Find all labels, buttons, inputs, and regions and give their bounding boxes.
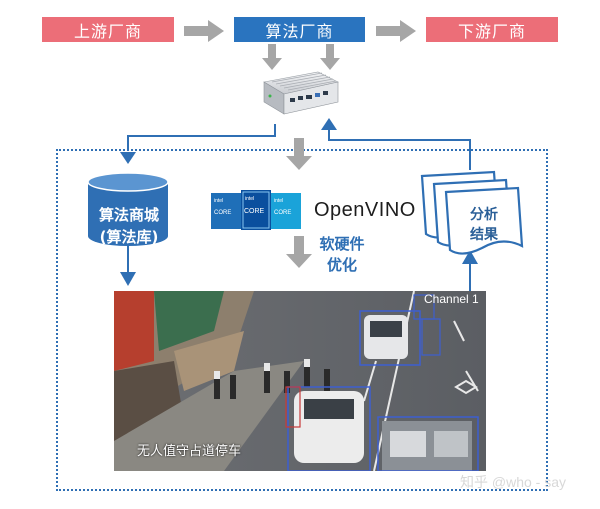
algorithm-store-subtitle: (算法库) [99, 228, 159, 246]
optimization-line2: 优化 [326, 256, 357, 274]
svg-text:CORE: CORE [244, 208, 265, 215]
downstream-vendor-label: 下游厂商 [457, 21, 526, 41]
algorithm-store-title: 算法商城 [98, 206, 159, 224]
openvino-logo: OpenVINO [314, 199, 416, 221]
video-channel-label: Channel 1 [424, 292, 479, 306]
svg-text:CORE: CORE [214, 210, 231, 216]
arrow-down-icon [320, 44, 340, 70]
downstream-vendor-box: 下游厂商 [426, 17, 558, 42]
surveillance-video-frame [114, 291, 486, 471]
svg-text:CORE: CORE [274, 210, 291, 216]
analysis-results-line2: 结果 [470, 227, 498, 243]
algorithm-store-database-icon [87, 172, 169, 246]
watermark: 知乎 @who - say [460, 474, 567, 490]
algorithm-store-label: 算法商城 (算法库) [88, 204, 170, 248]
arrow-right-icon [184, 20, 224, 42]
algorithm-vendor-box: 算法厂商 [234, 17, 365, 42]
upstream-vendor-label: 上游厂商 [73, 21, 142, 41]
arrow-right-icon [376, 20, 416, 42]
analysis-results-documents-icon [420, 170, 524, 255]
intel-core-chips-icon: intel CORE intel CORE intel CORE [211, 190, 301, 230]
svg-text:intel: intel [274, 198, 283, 204]
analysis-results-line1: 分析 [470, 207, 498, 223]
upstream-vendor-box: 上游厂商 [42, 17, 174, 42]
video-caption: 无人值守占道停车 [137, 444, 242, 459]
svg-text:intel: intel [245, 196, 254, 202]
analysis-results-label: 分析 结果 [458, 205, 510, 245]
algorithm-vendor-label: 算法厂商 [265, 21, 334, 41]
svg-text:intel: intel [214, 198, 223, 204]
optimization-line1: 软硬件 [319, 235, 365, 253]
optimization-label: 软硬件 优化 [318, 234, 366, 276]
arrow-down-icon [262, 44, 282, 70]
edge-device-icon [263, 71, 339, 115]
